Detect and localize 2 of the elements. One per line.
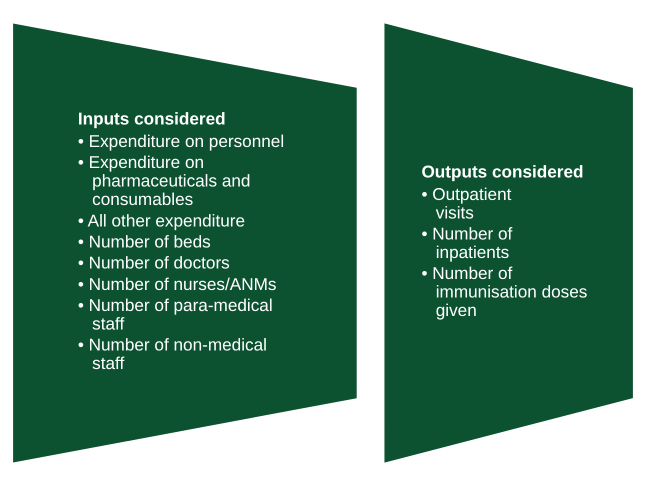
node-box: Inputs considered • Expenditure on personnel • Expenditure on pharmaceuticals and consumables • All other expenditure • Number of beds • Number of doctors • Number of nurses/ANMs • Number of para-medical staff • Number of non-medical staff — [13, 23, 357, 462]
node-box: Outputs considered • Outpatient visits • Number of inpatients • Number of immunisation doses given — [384, 22, 633, 462]
